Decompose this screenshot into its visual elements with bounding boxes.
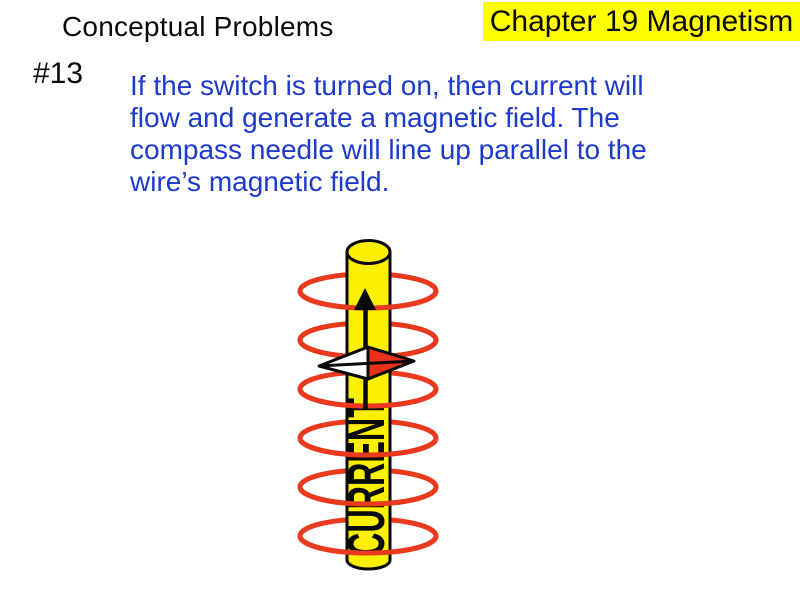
problem-text-line: wire’s magnetic field. <box>130 166 390 197</box>
field-rings-front <box>297 290 439 556</box>
needle-axis-line <box>318 359 415 368</box>
chapter-banner-title: Chapter 19 Magnetism <box>489 4 794 38</box>
compass-needle <box>317 345 416 381</box>
wire-top-cap <box>345 239 392 265</box>
field-ring-front-arc <box>297 388 439 409</box>
chapter-banner: Chapter 19 Magnetism <box>483 2 800 41</box>
field-ring-front-arc <box>297 486 439 507</box>
field-ring-front-arc <box>297 535 439 556</box>
field-ring-front-arc <box>297 437 439 458</box>
problem-text: If the switch is turned on, then current… <box>130 70 647 198</box>
page-title: Conceptual Problems <box>62 11 334 42</box>
wire-cylinder <box>345 252 392 571</box>
current-label: CURRENT <box>338 398 396 556</box>
problem-text-line: flow and generate a magnetic field. The <box>130 102 620 133</box>
problem-text-line: If the switch is turned on, then current… <box>130 70 644 101</box>
problem-text-line: compass needle will line up parallel to … <box>130 134 647 165</box>
current-arrow-head <box>354 288 376 310</box>
problem-number: #13 <box>33 57 84 90</box>
